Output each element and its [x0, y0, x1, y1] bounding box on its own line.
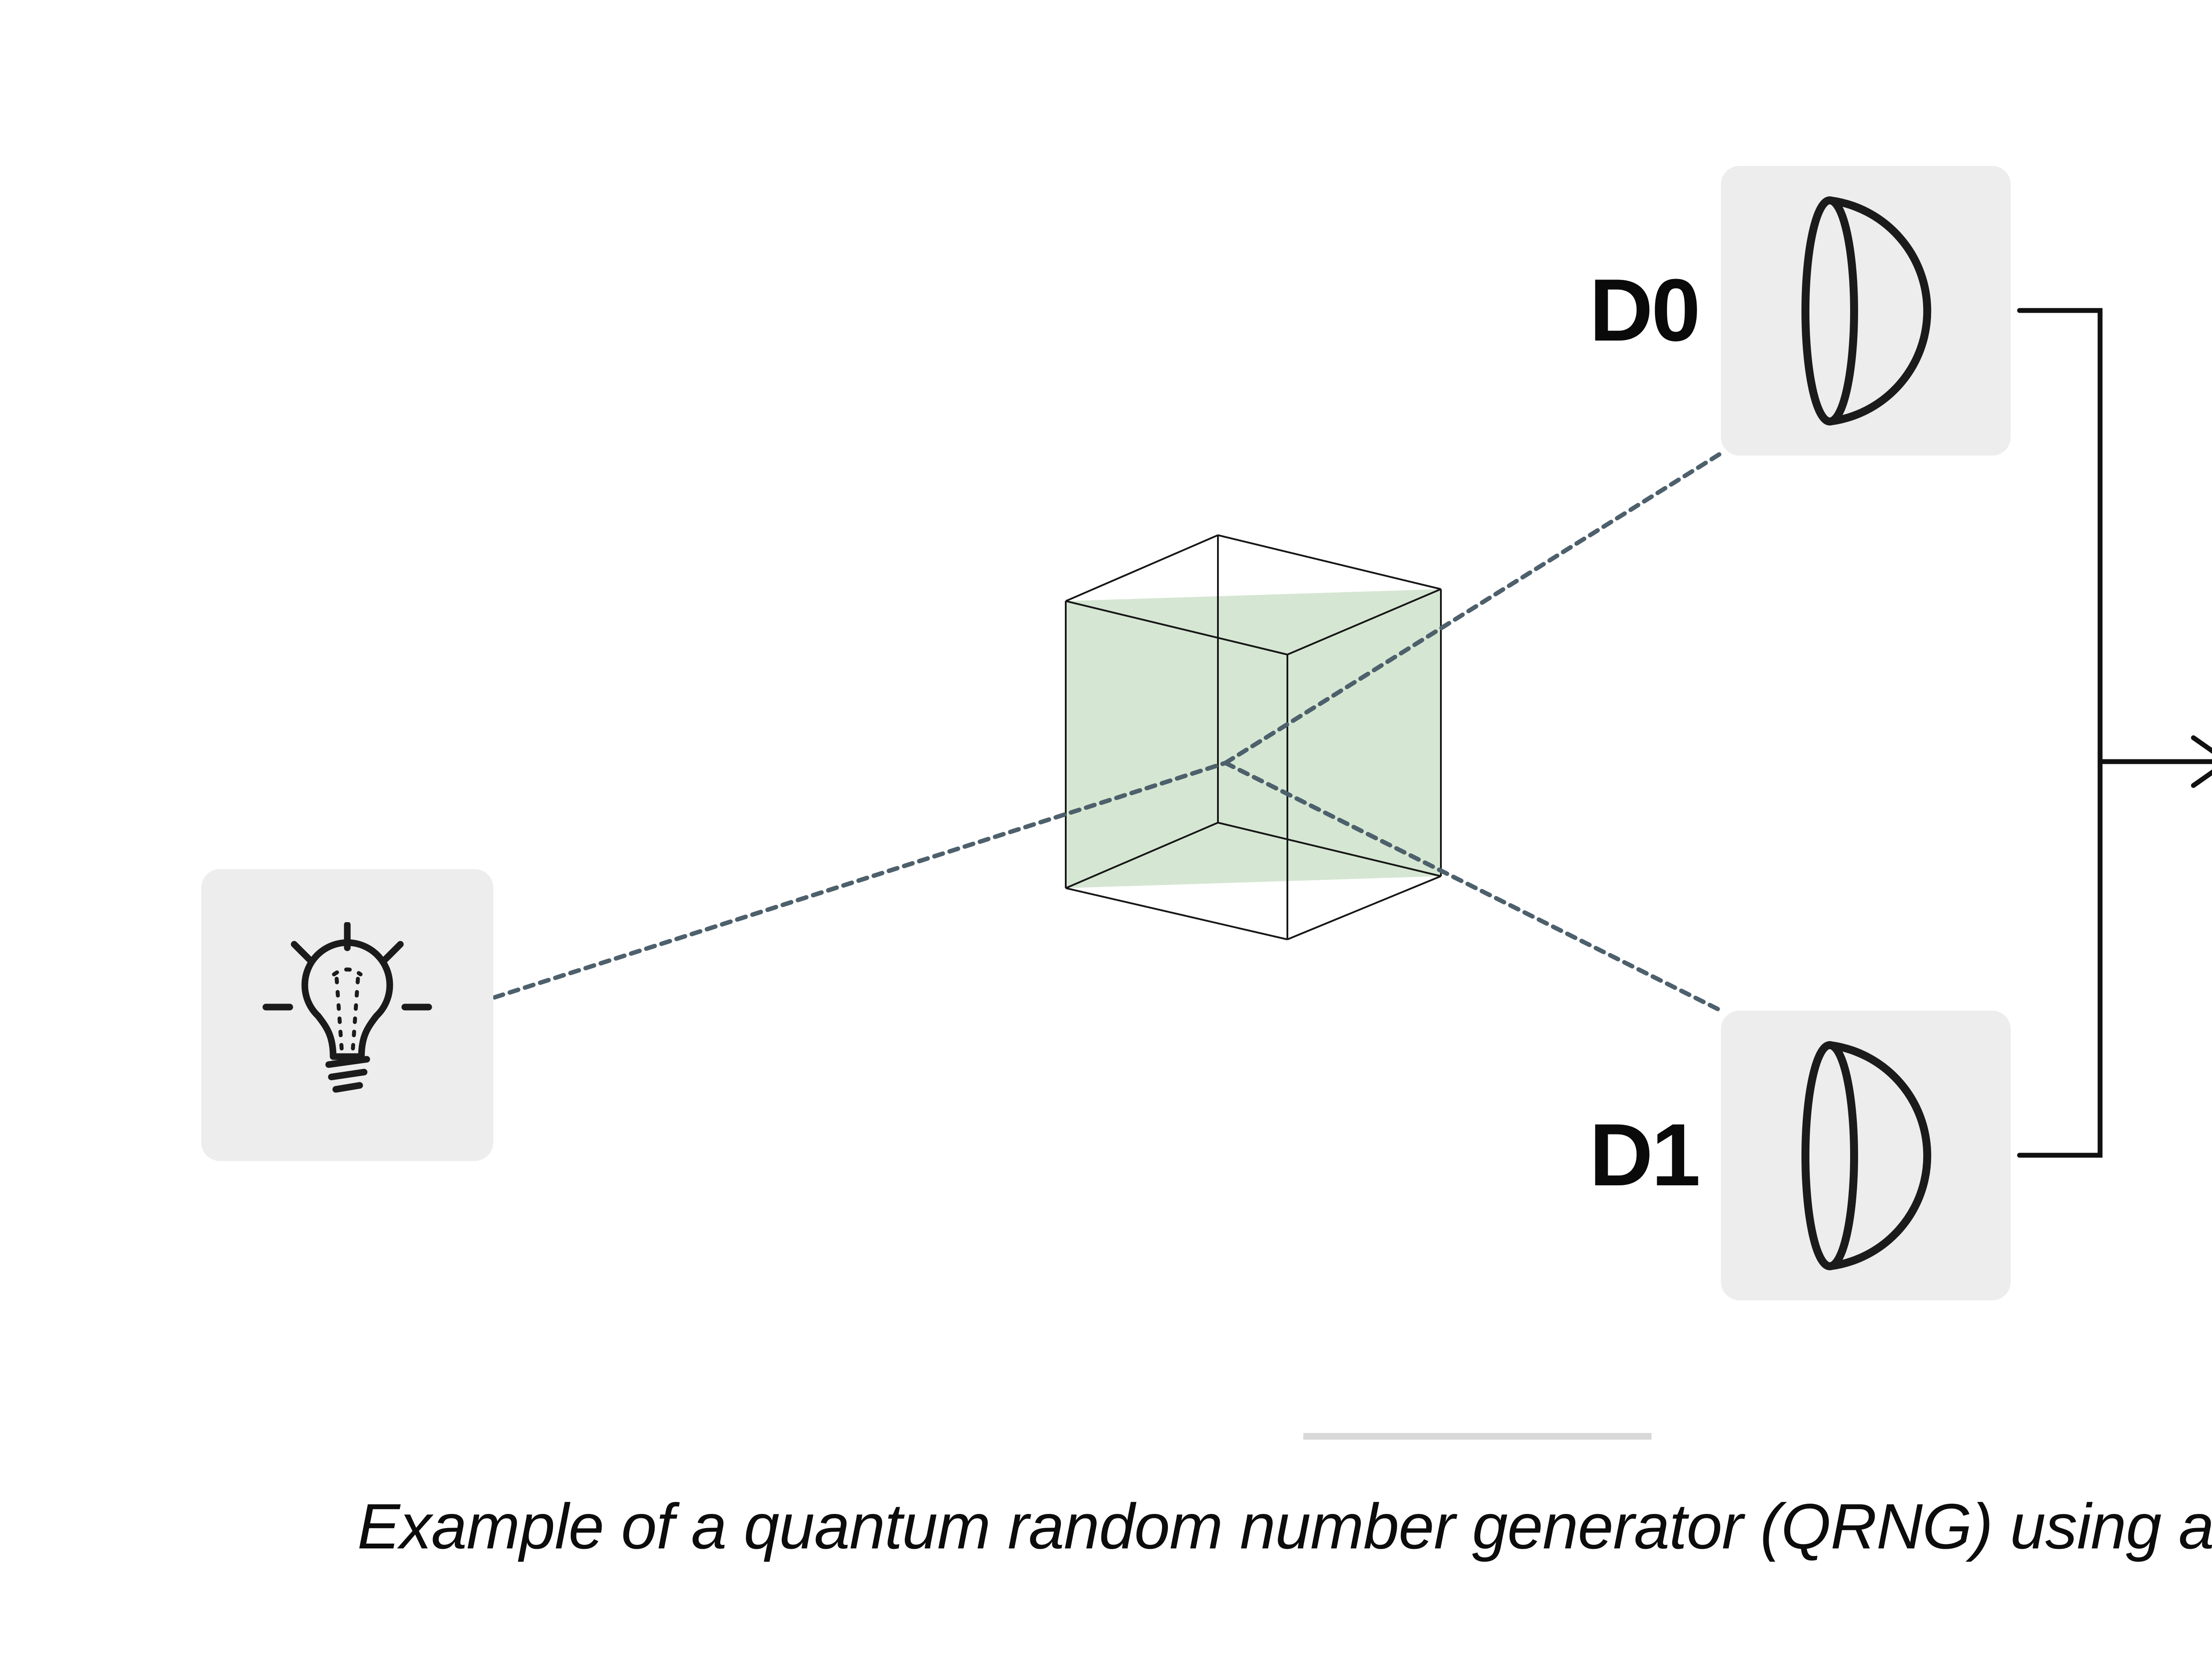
- beam-splitter-cube-icon: [1065, 534, 1442, 940]
- beam-splitter-to-d1: [1223, 761, 1723, 1013]
- detector-d0-panel: [1721, 166, 2011, 456]
- photon-source-panel: [201, 869, 493, 1161]
- figure-caption: Example of a quantum random number gener…: [357, 1490, 2212, 1562]
- detector-bracket-line: [2017, 308, 2103, 1158]
- beam-source-to-splitter: [492, 761, 1228, 1000]
- beam-splitter-to-d0: [1223, 451, 1723, 765]
- detector-lens-icon: [1801, 196, 1931, 425]
- splitter-plane: [1066, 589, 1441, 888]
- arrow-to-bit-sequence-icon: [2097, 735, 2212, 788]
- detector-d1-label: D1: [1589, 1106, 1701, 1204]
- detector-d1-panel: [1721, 1011, 2011, 1300]
- light-bulb-icon: [262, 922, 432, 1093]
- detector-lens-icon: [1801, 1041, 1931, 1270]
- detector-d0-label: D0: [1589, 261, 1701, 360]
- caption-divider: [1303, 1433, 1651, 1440]
